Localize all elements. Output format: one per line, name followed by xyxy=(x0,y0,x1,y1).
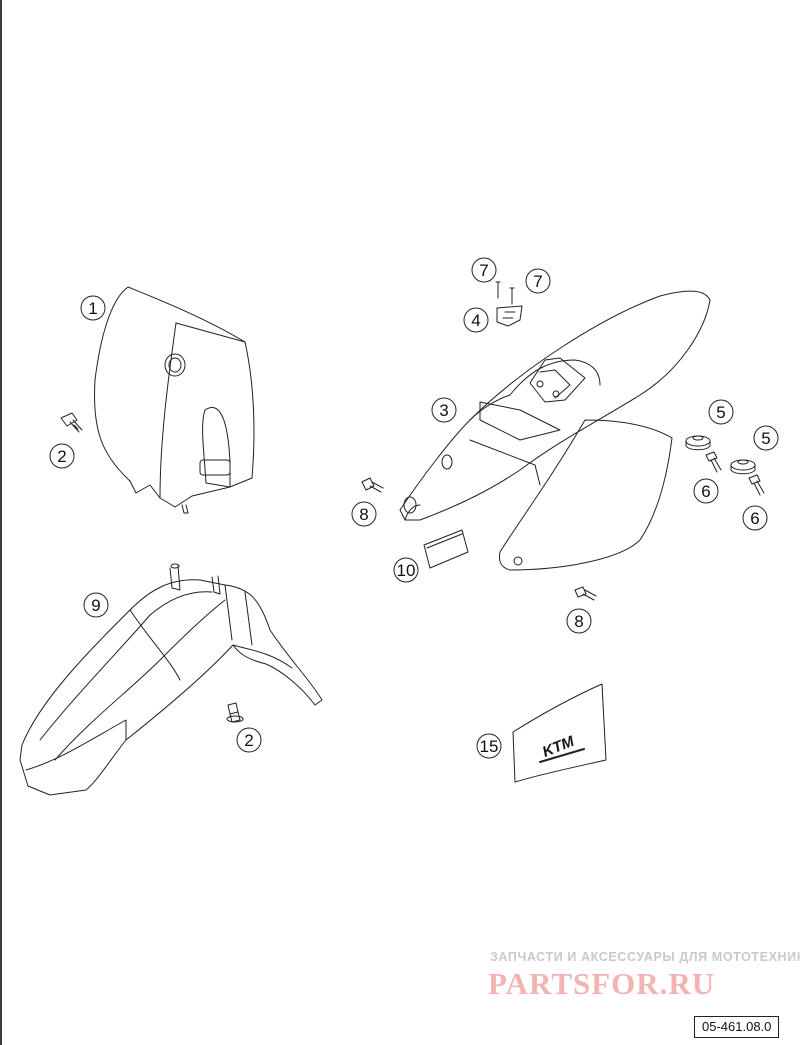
grommet-part-5-b[interactable] xyxy=(730,459,756,475)
screw-part-2-b[interactable] xyxy=(226,702,244,723)
callout-number: 5 xyxy=(761,429,770,448)
callout-number: 6 xyxy=(701,482,710,501)
callout-8-b[interactable]: 8 xyxy=(566,608,592,634)
callout-15[interactable]: 15 xyxy=(476,733,502,759)
bracket-part-4[interactable] xyxy=(496,305,523,327)
pin-part-7-a[interactable] xyxy=(495,281,501,299)
callout-number: 7 xyxy=(479,261,488,280)
callout-number: 2 xyxy=(244,731,253,750)
callout-5-a[interactable]: 5 xyxy=(708,399,734,425)
grommet-part-5-a[interactable] xyxy=(685,435,711,451)
callout-number: 8 xyxy=(574,612,583,631)
callout-number: 3 xyxy=(439,401,448,420)
callout-4[interactable]: 4 xyxy=(463,307,489,333)
callout-number: 2 xyxy=(57,447,66,466)
callout-number: 7 xyxy=(533,272,542,291)
callout-8-a[interactable]: 8 xyxy=(351,501,377,527)
callout-6-a[interactable]: 6 xyxy=(693,478,719,504)
screw-part-6-a[interactable] xyxy=(705,451,722,473)
callout-2-plate[interactable]: 2 xyxy=(49,443,75,469)
screw-part-8-b[interactable] xyxy=(574,586,597,601)
callout-3[interactable]: 3 xyxy=(431,397,457,423)
front-fender[interactable] xyxy=(19,563,323,796)
callout-number: 4 xyxy=(471,311,480,330)
diagram-code-label: 05-461.08.0 xyxy=(694,1016,780,1038)
left-border-line xyxy=(0,0,2,1045)
callout-number: 8 xyxy=(359,505,368,524)
callout-2-fender[interactable]: 2 xyxy=(236,727,262,753)
watermark-tagline: ЗАПЧАСТИ И АКСЕССУАРЫ ДЛЯ МОТОТЕХНИКИ xyxy=(490,950,800,964)
callout-number: 15 xyxy=(480,737,499,756)
screw-part-8-a[interactable] xyxy=(361,477,384,493)
pin-part-7-b[interactable] xyxy=(509,287,515,305)
rear-side-panel[interactable] xyxy=(499,419,673,571)
callout-number: 1 xyxy=(88,299,97,318)
callout-number: 9 xyxy=(91,596,100,615)
callout-1[interactable]: 1 xyxy=(80,295,106,321)
screw-part-6-b[interactable] xyxy=(748,474,765,496)
callout-5-b[interactable]: 5 xyxy=(753,425,779,451)
watermark-logo: PARTSFOR.RU xyxy=(488,966,716,1001)
callout-9[interactable]: 9 xyxy=(83,592,109,618)
callout-7-a[interactable]: 7 xyxy=(471,257,497,283)
callout-number: 6 xyxy=(750,509,759,528)
callout-number: 10 xyxy=(397,561,416,580)
callout-7-b[interactable]: 7 xyxy=(525,268,551,294)
rear-fender[interactable] xyxy=(399,290,711,521)
decal-sticker[interactable]: KTM xyxy=(512,683,607,783)
callout-number: 5 xyxy=(716,403,725,422)
callout-6-b[interactable]: 6 xyxy=(742,505,768,531)
callout-10[interactable]: 10 xyxy=(393,557,419,583)
screw-part-2-a[interactable] xyxy=(60,412,83,433)
front-number-plate[interactable] xyxy=(94,286,255,514)
pad-part-10[interactable] xyxy=(423,529,469,569)
